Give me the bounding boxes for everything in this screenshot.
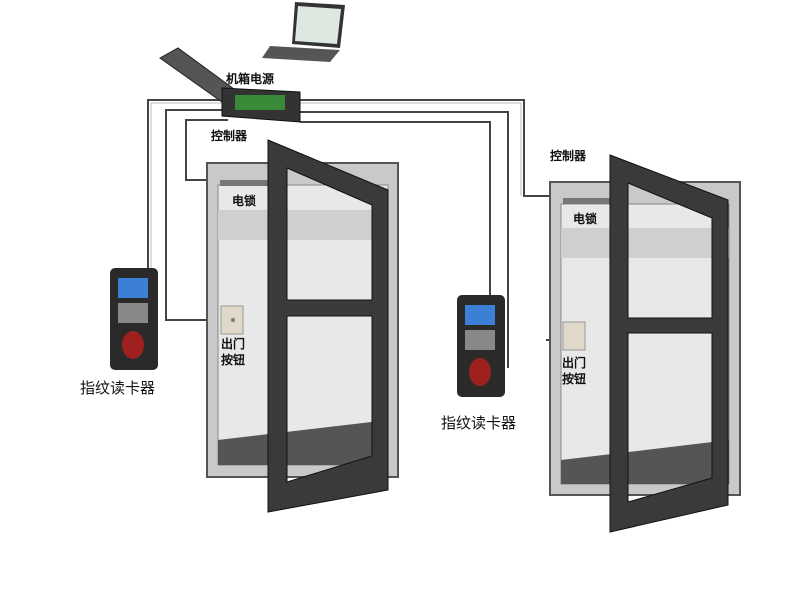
wiring bbox=[147, 99, 566, 368]
door-right bbox=[609, 154, 729, 533]
wire-lock-left bbox=[185, 119, 228, 181]
exit-button-right-label: 出门 按钮 bbox=[562, 355, 586, 387]
power-label: 机箱电源 bbox=[226, 72, 275, 86]
controller-label: 控制器 bbox=[211, 129, 248, 143]
wire-reader-left bbox=[147, 99, 222, 272]
fingerprint-reader-right bbox=[457, 295, 505, 397]
wire-reader-right bbox=[300, 121, 491, 296]
reader-left-label: 指纹读卡器 bbox=[80, 379, 156, 397]
fingerprint-reader-left bbox=[110, 268, 158, 370]
wire-reader-right-2 bbox=[300, 111, 509, 368]
door-frame-left bbox=[206, 162, 399, 478]
exit-right-line2: 按钮 bbox=[562, 372, 587, 386]
lock-right-label: 电锁 bbox=[573, 212, 598, 226]
laptop bbox=[262, 2, 345, 62]
controller-right-label: 控制器 bbox=[550, 149, 587, 163]
exit-button-left-label: 出门 按钮 bbox=[221, 336, 245, 368]
door-left bbox=[267, 139, 389, 513]
door-frame-right bbox=[549, 181, 741, 496]
exit-left-line1: 出门 bbox=[221, 337, 246, 351]
exit-left-line2: 按钮 bbox=[221, 353, 246, 367]
lock-left-label: 电锁 bbox=[232, 194, 257, 208]
reader-right-label: 指纹读卡器 bbox=[441, 414, 517, 432]
electric-lock-right bbox=[563, 198, 623, 204]
electric-lock-left bbox=[220, 180, 280, 186]
wire-button-left bbox=[165, 109, 225, 321]
wire-lock-right bbox=[300, 99, 552, 197]
controller-box bbox=[159, 47, 301, 123]
exit-right-line1: 出门 bbox=[562, 356, 587, 370]
exit-button-right bbox=[562, 321, 586, 351]
